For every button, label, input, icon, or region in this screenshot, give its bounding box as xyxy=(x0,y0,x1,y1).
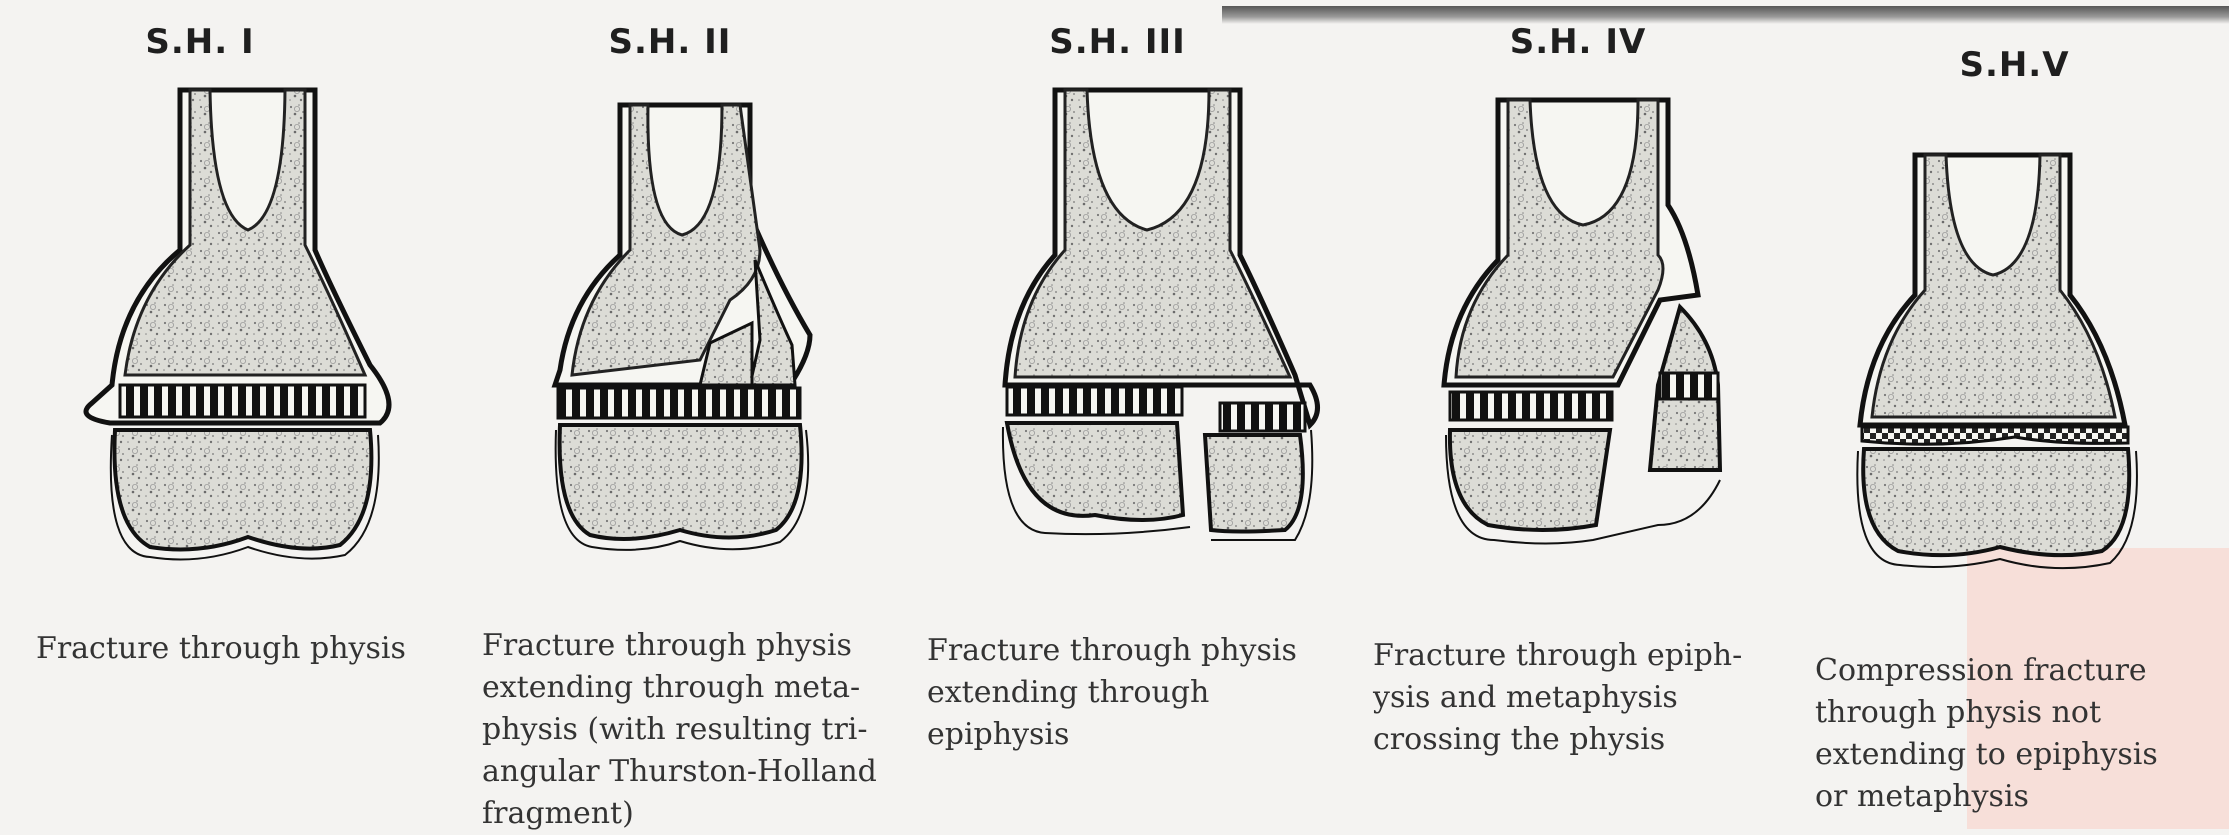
caption-line: extending to epiphysis xyxy=(1815,734,2215,776)
panel-caption: Fracture through physis xyxy=(36,628,436,670)
caption-line: Fracture through physis xyxy=(36,628,436,670)
bone-illustration-sh-5 xyxy=(1810,85,2229,605)
caption-line: Fracture through physis xyxy=(927,630,1327,672)
panel-sh-4: S.H. IV Fracture through epiph- ysis and… xyxy=(1368,0,1808,829)
panel-title: S.H. I xyxy=(0,22,430,62)
panel-title: S.H.V xyxy=(1800,45,2229,85)
bone-illustration-sh-4 xyxy=(1368,85,1808,605)
bone-illustration-sh-2 xyxy=(460,85,900,605)
caption-line: Compression fracture xyxy=(1815,650,2215,692)
panel-sh-5: S.H.V Compression fracture through physi… xyxy=(1810,0,2229,829)
caption-line: Fracture through physis xyxy=(482,625,882,667)
caption-line: Fracture through epiph- xyxy=(1373,635,1773,677)
bone-illustration-sh-1 xyxy=(0,85,440,605)
caption-line: angular Thurston-Holland xyxy=(482,751,882,793)
caption-line: through physis not xyxy=(1815,692,2215,734)
caption-line: extending through meta- xyxy=(482,667,882,709)
panel-title: S.H. IV xyxy=(1348,22,1808,62)
panel-sh-3: S.H. III Fracture through physis extendi… xyxy=(915,0,1365,829)
bone-illustration-sh-3 xyxy=(915,85,1355,605)
panel-caption: Fracture through physis extending throug… xyxy=(927,630,1327,756)
caption-line: or metaphysis xyxy=(1815,776,2215,818)
caption-line: crossing the physis xyxy=(1373,719,1773,761)
caption-line: physis (with resulting tri- xyxy=(482,709,882,751)
panel-caption: Compression fracture through physis not … xyxy=(1815,650,2215,818)
panel-caption: Fracture through epiph- ysis and metaphy… xyxy=(1373,635,1773,761)
panel-sh-2: S.H. II Fracture through physis extendin… xyxy=(460,0,900,829)
caption-line: extending through xyxy=(927,672,1327,714)
panel-caption: Fracture through physis extending throug… xyxy=(482,625,882,835)
panel-title: S.H. III xyxy=(870,22,1365,62)
caption-line: ysis and metaphysis xyxy=(1373,677,1773,719)
panel-sh-1: S.H. I Fracture through physis xyxy=(0,0,430,829)
panel-title: S.H. II xyxy=(440,22,900,62)
caption-line: epiphysis xyxy=(927,714,1327,756)
